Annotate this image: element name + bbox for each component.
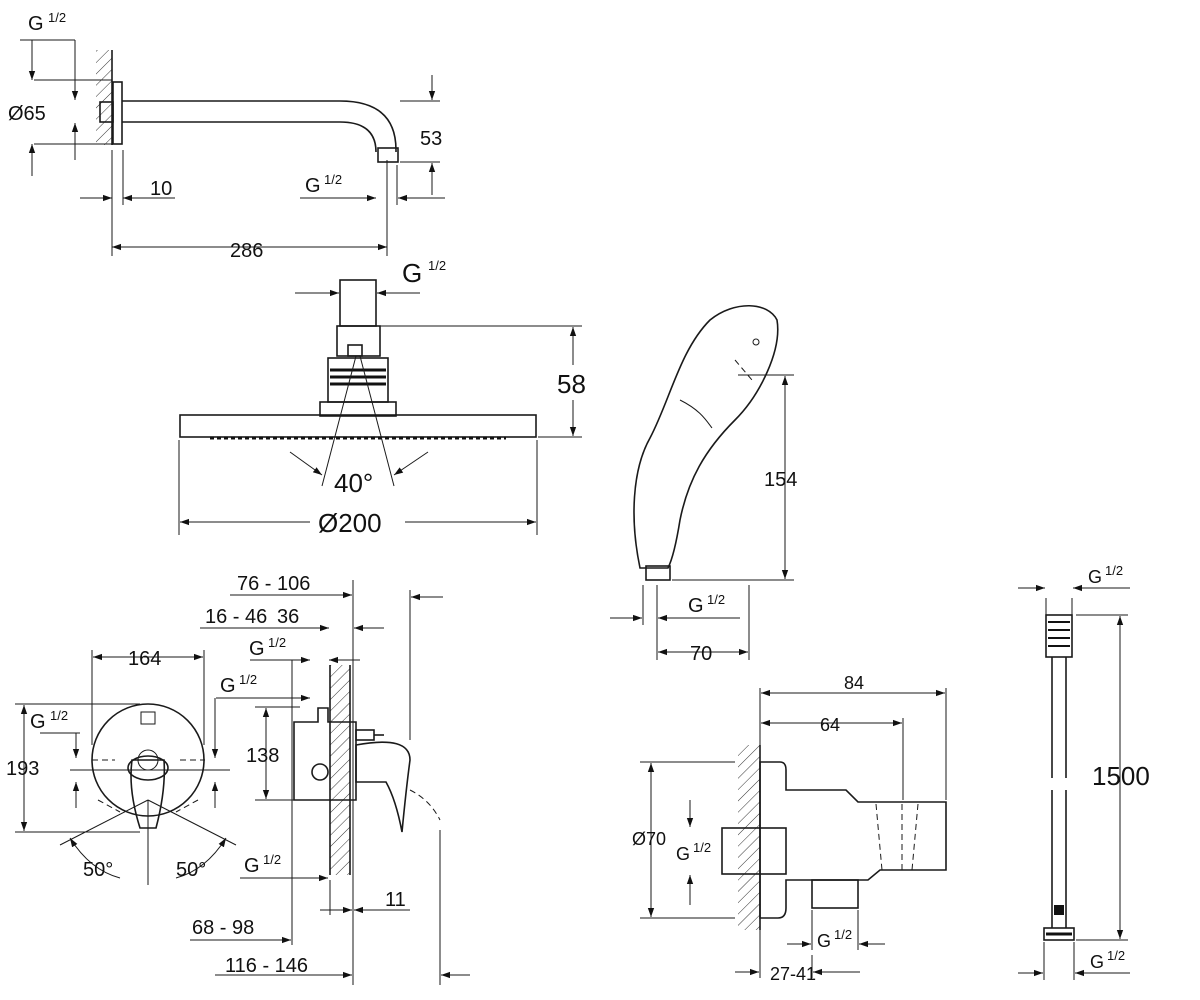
head-diameter-label: Ø200 bbox=[318, 508, 382, 538]
wall-outlet-drawing: 84 64 Ø70 G 1/2 G 1/2 27-41 bbox=[632, 673, 947, 984]
hand-shower-drawing: 154 G 1/2 70 bbox=[610, 304, 797, 665]
mixer-wall-min-label: 36 bbox=[277, 606, 299, 628]
hose-drawing: G 1/2 1500 G 1/2 bbox=[1018, 563, 1150, 980]
mixer-thread-bottom-label: G bbox=[244, 855, 260, 877]
mixer-install-range-label: 68 - 98 bbox=[192, 917, 254, 939]
head-thread-label: G bbox=[402, 258, 422, 288]
mixer-angle-left-label: 50° bbox=[83, 859, 113, 881]
mixer-angle-right-label: 50° bbox=[176, 859, 206, 881]
outlet-range-label: 27-41 bbox=[770, 964, 816, 984]
arm-outlet-thread-label: G bbox=[305, 175, 321, 197]
mixer-side-drawing: 76 - 106 16 - 46 36 G 1/2 G 1/2 138 G 1/… bbox=[190, 573, 470, 985]
mixer-left-thread-label: G bbox=[30, 711, 46, 733]
mixer-thread-bottom-fraction: 1/2 bbox=[263, 852, 281, 867]
hose-bottom-thread-fraction: 1/2 bbox=[1107, 948, 1125, 963]
hand-width-label: 70 bbox=[690, 643, 712, 665]
hand-thread-label: G bbox=[688, 595, 704, 617]
mixer-height-total-label: 193 bbox=[6, 758, 39, 780]
hose-top-thread-label: G bbox=[1088, 567, 1102, 587]
outlet-thread-out-fraction: 1/2 bbox=[834, 927, 852, 942]
hand-thread-fraction: 1/2 bbox=[707, 592, 725, 607]
mixer-height-inner-label: 138 bbox=[246, 745, 279, 767]
mixer-wall-range-label: 16 - 46 bbox=[205, 606, 267, 628]
head-height-label: 58 bbox=[557, 369, 586, 399]
hose-bottom-thread-label: G bbox=[1090, 952, 1104, 972]
hose-top-thread-fraction: 1/2 bbox=[1105, 563, 1123, 578]
arm-diameter-label: Ø65 bbox=[8, 103, 46, 125]
arm-thread-fraction: 1/2 bbox=[48, 10, 66, 25]
outlet-depth-inner-label: 64 bbox=[820, 715, 840, 735]
hand-length-label: 154 bbox=[764, 469, 797, 491]
outlet-thread-in-fraction: 1/2 bbox=[693, 840, 711, 855]
arm-height-label: 53 bbox=[420, 128, 442, 150]
hose-length-label: 1500 bbox=[1092, 761, 1150, 791]
mixer-thread-b-label: G bbox=[220, 675, 236, 697]
mixer-plate-label: 11 bbox=[385, 889, 406, 911]
arm-outlet-thread-fraction: 1/2 bbox=[324, 172, 342, 187]
mixer-left-thread-fraction: 1/2 bbox=[50, 708, 68, 723]
arm-wall-gap-label: 10 bbox=[150, 178, 172, 200]
mixer-thread-a-label: G bbox=[249, 638, 265, 660]
mixer-depth-range-label: 76 - 106 bbox=[237, 573, 310, 595]
mixer-thread-b-fraction: 1/2 bbox=[239, 672, 257, 687]
mixer-front-drawing: 164 G 1/2 193 50° 50° bbox=[6, 648, 237, 885]
head-angle-label: 40° bbox=[334, 468, 373, 498]
mixer-total-range-label: 116 - 146 bbox=[225, 955, 308, 977]
outlet-thread-in-label: G bbox=[676, 844, 690, 864]
outlet-thread-out-label: G bbox=[817, 931, 831, 951]
mixer-thread-a-fraction: 1/2 bbox=[268, 635, 286, 650]
outlet-diameter-label: Ø70 bbox=[632, 829, 666, 849]
shower-arm-drawing: G 1/2 Ø65 10 53 G 1/2 286 bbox=[8, 10, 445, 262]
arm-length-label: 286 bbox=[230, 240, 263, 262]
outlet-depth-total-label: 84 bbox=[844, 673, 864, 693]
head-thread-fraction: 1/2 bbox=[428, 258, 446, 273]
mixer-width-label: 164 bbox=[128, 648, 161, 670]
head-shower-drawing: G 1/2 58 40° Ø200 bbox=[178, 258, 586, 538]
arm-thread-label: G bbox=[28, 13, 44, 35]
